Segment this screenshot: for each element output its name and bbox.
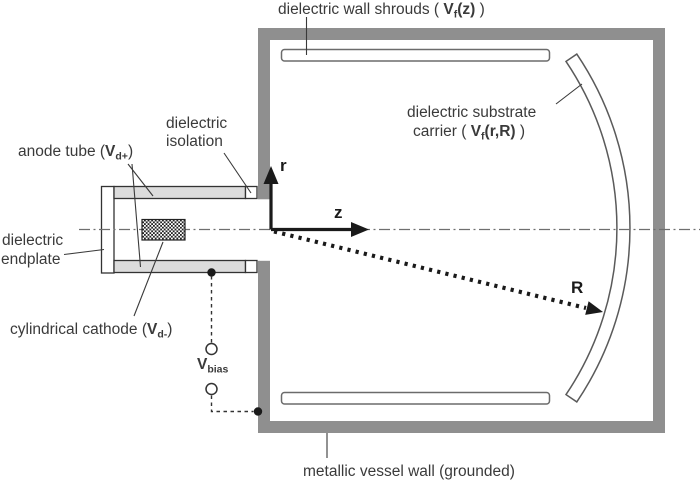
- label-substrate-carrier-line2: carrier ( Vf(r,R) ): [413, 123, 525, 143]
- bias-terminal-lower: [205, 382, 218, 396]
- pointer-anode-bottom: [131, 163, 142, 268]
- bias-ground-dot: [253, 407, 263, 416]
- substrate-carrier-arc: [564, 53, 631, 403]
- z-axis-arrow: [271, 222, 369, 237]
- label-dielectric-endplate-line1: dielectric: [2, 232, 63, 249]
- z-arrowhead-icon: [351, 222, 369, 237]
- label-axis-z: z: [334, 203, 343, 222]
- label-anode-tube: anode tube (Vd+): [18, 143, 133, 163]
- pointer-cathode: [133, 241, 164, 317]
- wall-shroud-top: [280, 48, 551, 62]
- bias-circuit: [205, 268, 263, 416]
- label-vessel-wall: metallic vessel wall (grounded): [303, 463, 515, 480]
- r-axis-arrow: [263, 166, 279, 230]
- bias-wire-lower: [210, 395, 254, 413]
- label-v-bias: Vbias: [197, 356, 229, 376]
- r-arrowhead-icon: [263, 166, 279, 184]
- dielectric-isolation-bottom: [244, 259, 258, 274]
- R-arrowhead-icon: [585, 301, 603, 315]
- anode-tube-bottom: [113, 259, 247, 274]
- label-dielectric-isolation-line1: dielectric: [166, 115, 227, 132]
- pointer-substrate-carrier: [555, 83, 583, 105]
- label-substrate-carrier-line1: dielectric substrate: [407, 104, 536, 121]
- label-dielectric-isolation-line2: isolation: [166, 133, 223, 150]
- cathode: [141, 218, 186, 241]
- pointer-dielectric-isolation: [223, 152, 252, 194]
- bias-tap-dot: [207, 268, 216, 277]
- wall-shroud-bottom: [280, 391, 551, 405]
- label-axis-R: R: [571, 278, 583, 297]
- label-dielectric-endplate-line2: endplate: [1, 251, 60, 268]
- R-arrow: [273, 229, 603, 315]
- label-wall-shrouds: dielectric wall shrouds ( Vf(z) ): [278, 1, 485, 21]
- bias-terminal-upper: [205, 342, 218, 356]
- pointer-dielectric-endplate: [63, 248, 105, 256]
- label-cathode: cylindrical cathode (Vd-): [10, 321, 172, 341]
- label-axis-r: r: [280, 156, 287, 175]
